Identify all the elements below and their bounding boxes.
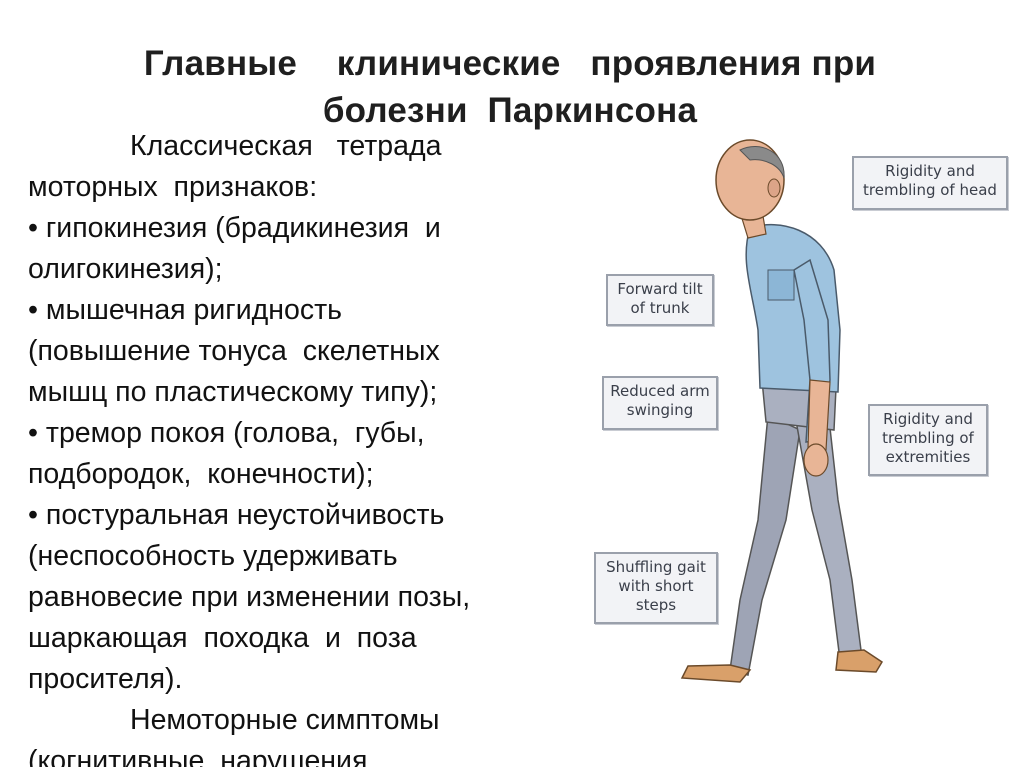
hand <box>803 443 829 477</box>
callout-extremities: Rigidity and trembling of extremities <box>868 404 988 476</box>
callout-line: swinging <box>626 401 694 419</box>
callout-gait: Shuffling gait with short steps <box>594 552 718 624</box>
bullet-item: • постуральная неустойчивость <box>28 499 445 531</box>
callout-arm: Reduced arm swinging <box>602 376 718 430</box>
bullet-item: • тремор покоя (голова, губы, <box>28 417 425 449</box>
text-line: просителя). <box>28 663 183 695</box>
hair <box>739 146 785 179</box>
front-shoe <box>835 649 884 673</box>
callout-line: Rigidity and <box>885 162 975 180</box>
callout-line: trembling of head <box>863 181 997 199</box>
text-line: Немоторные симптомы <box>130 704 440 736</box>
text-line: Классическая тетрада <box>130 130 442 162</box>
text-line: равновесие при изменении позы, <box>28 581 471 613</box>
text-line: подбородок, конечности); <box>28 458 374 490</box>
callout-line: steps <box>635 596 677 614</box>
callout-line: trembling of <box>882 429 974 447</box>
callout-line: extremities <box>885 448 971 466</box>
callout-line: Rigidity and <box>883 410 973 428</box>
text-line: моторных признаков: <box>28 171 318 203</box>
callout-line: Forward tilt <box>617 280 703 298</box>
text-line: (когнитивные нарушения <box>28 745 368 767</box>
callout-line: of trunk <box>630 299 690 317</box>
bullet-item: • мышечная ригидность <box>28 294 342 326</box>
text-line: (неспособность удерживать <box>28 540 398 572</box>
walking-man-illustration <box>680 139 884 683</box>
back-leg <box>729 413 801 676</box>
body-text: Классическая тетрада моторных признаков:… <box>28 126 588 767</box>
ear <box>767 178 781 198</box>
back-shoe <box>680 664 752 683</box>
callout-line: Reduced arm <box>610 382 710 400</box>
parkinson-patient-figure: Rigidity and trembling of head Forward t… <box>590 130 1024 730</box>
front-leg <box>794 409 863 661</box>
text-line: олигокинезия); <box>28 253 223 285</box>
text-line: (повышение тонуса скелетных <box>28 335 440 367</box>
callout-line: with short <box>618 577 694 595</box>
callout-line: Shuffling gait <box>606 558 706 576</box>
slide-title: Главные клинические проявления при болез… <box>40 40 980 134</box>
shirt-pocket <box>767 269 795 301</box>
callout-trunk: Forward tilt of trunk <box>606 274 714 326</box>
callout-head: Rigidity and trembling of head <box>852 156 1008 210</box>
forearm <box>807 379 831 451</box>
title-line-2: болезни Паркинсона <box>322 91 698 130</box>
text-line: мышц по пластическому типу); <box>28 376 438 408</box>
text-line: шаркающая походка и поза <box>28 622 417 654</box>
bullet-item: • гипокинезия (брадикинезия и <box>28 212 441 244</box>
title-line-1: Главные клинические проявления при <box>143 44 877 83</box>
